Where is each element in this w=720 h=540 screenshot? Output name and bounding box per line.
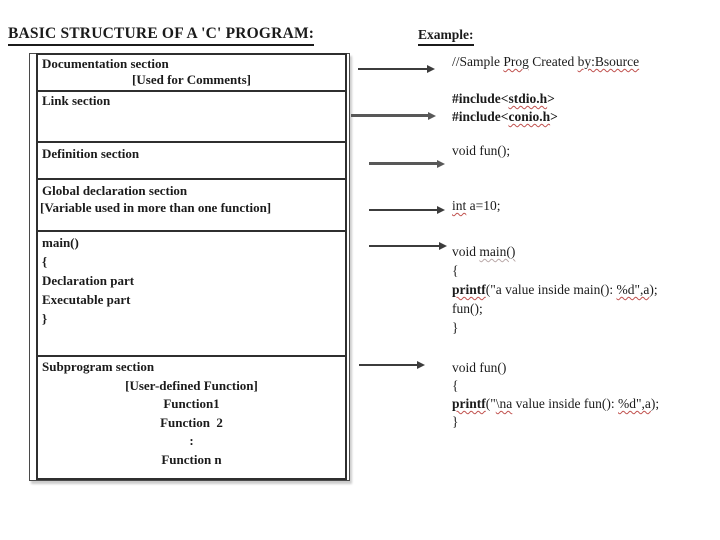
arrow-subprogram [359, 364, 418, 366]
code-line: printf("\na value inside fun(): %d",a); [452, 396, 660, 411]
arrow-definition [369, 162, 438, 165]
section-code-line: { [42, 254, 48, 269]
code-line: void fun() [452, 360, 507, 375]
code-line: } [452, 414, 459, 429]
arrow-link [351, 114, 429, 117]
code-block-main-function: void main() { printf("a value inside mai… [452, 242, 658, 337]
section-function-line: Function 2 [160, 414, 223, 430]
section-documentation: Documentation section [Used for Comments… [36, 53, 347, 92]
code-block-global-variable: int a=10; [452, 197, 501, 215]
section-title-line: Definition section [42, 146, 140, 161]
code-line: void main() [452, 244, 516, 259]
code-line: fun(); [452, 301, 483, 316]
code-block-prototype: void fun(); [452, 142, 510, 160]
section-title-line: Global declaration section [42, 183, 188, 198]
section-title-line: Subprogram section [42, 359, 155, 374]
code-line: int a=10; [452, 198, 501, 213]
structure-sections: Documentation section [Used for Comments… [36, 53, 347, 480]
section-function-line: Function1 [163, 396, 220, 411]
section-sub-line: [Variable used in more than one function… [40, 200, 272, 215]
section-sub-line: [Used for Comments] [132, 72, 251, 87]
section-main: main() { Declaration part Executable par… [36, 230, 347, 357]
section-sub-line: [User-defined Function] [125, 377, 258, 393]
code-block-comment: //Sample Prog Created by:Bsource [452, 53, 639, 71]
page-title: BASIC STRUCTURE OF A 'C' PROGRAM: [8, 25, 315, 46]
arrow-global-declaration [369, 209, 438, 211]
code-line: #include<conio.h> [452, 109, 558, 124]
section-ellipsis-line: : [189, 433, 194, 448]
code-line: { [452, 378, 459, 393]
code-line: void fun(); [452, 143, 511, 158]
code-line: #include<stdio.h> [452, 91, 555, 106]
code-line: } [452, 320, 459, 335]
code-line: //Sample Prog Created by:Bsource [452, 54, 640, 69]
section-function-line: Function n [161, 451, 222, 467]
code-block-subprogram-function: void fun() { printf("\na value inside fu… [452, 359, 659, 431]
code-block-includes: #include<stdio.h> #include<conio.h> [452, 90, 558, 126]
section-code-line: Executable part [42, 292, 131, 307]
section-code-line: } [42, 311, 48, 326]
section-link: Link section [36, 90, 347, 143]
section-subprogram: Subprogram section [User-defined Functio… [36, 355, 347, 480]
arrow-main [369, 245, 440, 247]
section-code-line: Declaration part [42, 273, 135, 288]
section-definition: Definition section [36, 141, 347, 180]
section-global-declaration: Global declaration section [Variable use… [36, 178, 347, 232]
section-title-line: Documentation section [42, 56, 169, 71]
arrow-documentation [358, 68, 428, 70]
section-title-line: main() [42, 235, 79, 250]
example-heading: Example: [418, 27, 474, 46]
section-title-line: Link section [42, 93, 111, 108]
code-line: { [452, 263, 459, 278]
code-line: printf("a value inside main(): %d",a); [452, 282, 658, 297]
